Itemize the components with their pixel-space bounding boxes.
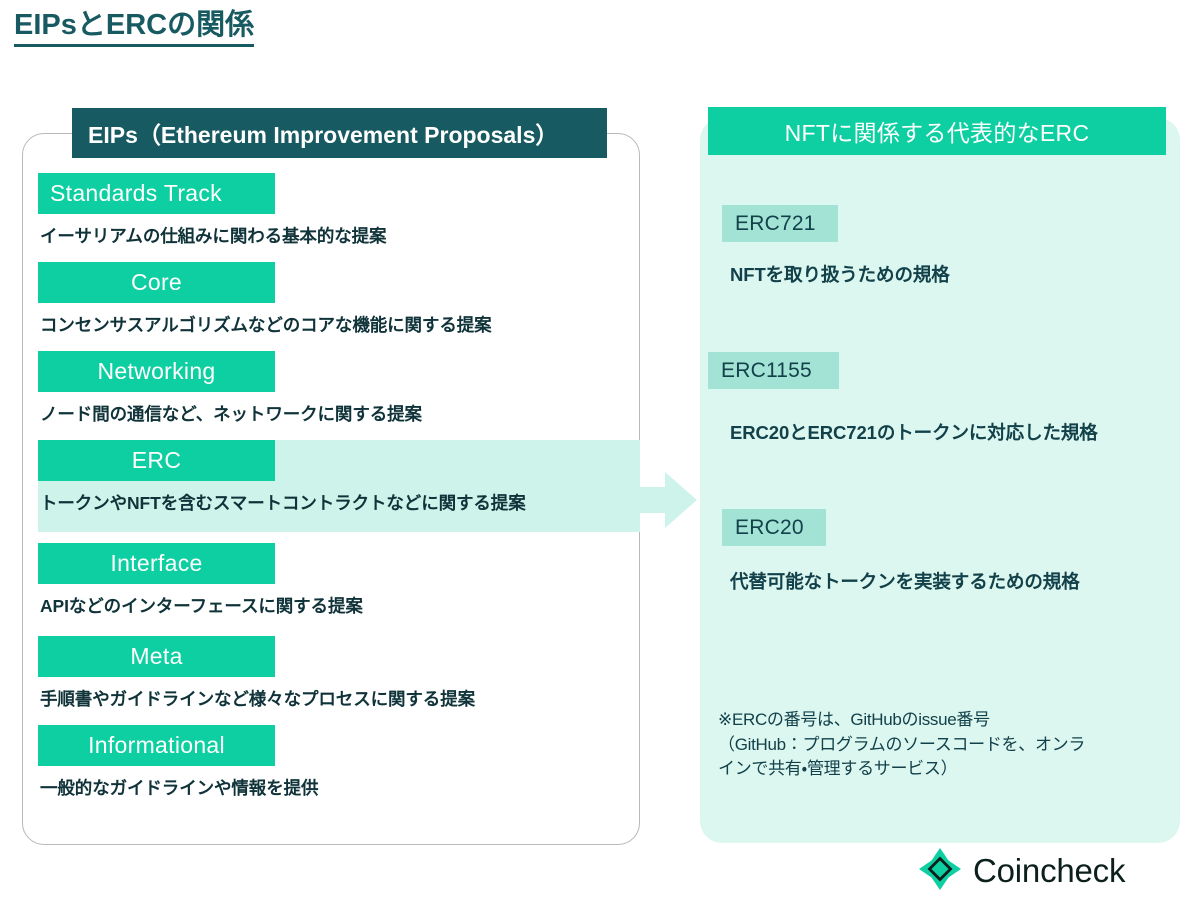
eip-row[interactable]: Networking ノード間の通信など、ネットワークに関する提案 — [22, 351, 640, 431]
erc-footnote-line: インで共有・管理するサービス） — [718, 759, 958, 779]
eip-category-description: イーサリアムの仕組みに関わる基本的な提案 — [40, 226, 387, 246]
brand-wordmark: Coincheck — [973, 852, 1126, 889]
eip-row[interactable]: Meta 手順書やガイドラインなど様々なプロセスに関する提案 — [22, 636, 640, 716]
erc-standard-description: 代替可能なトークンを実装するための規格 — [730, 571, 1080, 592]
erc-standard-description: ERC20とERC721のトークンに対応した規格 — [730, 422, 1098, 443]
erc-standard-badge[interactable]: ERC1155 — [708, 352, 839, 389]
eip-category-chip[interactable]: Standards Track — [38, 173, 275, 214]
coincheck-diamond-icon — [918, 847, 962, 896]
eip-row[interactable]: Standards Track イーサリアムの仕組みに関わる基本的な提案 — [22, 173, 640, 253]
erc-standard-badge[interactable]: ERC721 — [722, 205, 838, 242]
eip-category-description: APIなどのインターフェースに関する提案 — [40, 596, 363, 616]
eip-category-description: 一般的なガイドラインや情報を提供 — [40, 778, 319, 798]
eip-category-chip[interactable]: Meta — [38, 636, 275, 677]
eip-row[interactable]: Informational 一般的なガイドラインや情報を提供 — [22, 725, 640, 805]
eip-row[interactable]: Core コンセンサスアルゴリズムなどのコアな機能に関する提案 — [22, 262, 640, 342]
eip-row[interactable]: ERC トークンやNFTを含むスマートコントラクトなどに関する提案 — [38, 440, 640, 532]
eip-category-chip[interactable]: Networking — [38, 351, 275, 392]
eip-category-chip[interactable]: Interface — [38, 543, 275, 584]
eip-category-chip[interactable]: ERC — [38, 440, 275, 481]
eip-category-chip[interactable]: Core — [38, 262, 275, 303]
erc-standard-description: NFTを取り扱うための規格 — [730, 264, 950, 285]
erc-footnote: ※ERCの番号は、GitHubのissue番号 （GitHub：プログラムのソース… — [718, 708, 1158, 782]
brand-logo: Coincheck — [918, 847, 1183, 896]
erc-panel-header: NFTに関係する代表的なERC — [708, 107, 1166, 155]
eips-card-header: EIPs（Ethereum Improvement Proposals） — [72, 108, 607, 158]
page-title: EIPsとERCの関係 — [14, 9, 255, 48]
eip-category-description: 手順書やガイドラインなど様々なプロセスに関する提案 — [40, 689, 475, 709]
erc-standard-badge[interactable]: ERC20 — [722, 509, 826, 546]
eip-category-description: コンセンサスアルゴリズムなどのコアな機能に関する提案 — [40, 315, 492, 335]
erc-footnote-line: ※ERCの番号は、GitHubのissue番号 — [718, 710, 990, 729]
eip-category-chip[interactable]: Informational — [38, 725, 275, 766]
right-arrow-icon — [627, 470, 699, 530]
eip-category-description: トークンやNFTを含むスマートコントラクトなどに関する提案 — [40, 493, 526, 513]
eip-category-description: ノード間の通信など、ネットワークに関する提案 — [40, 404, 422, 424]
eips-item-list: Standards Track イーサリアムの仕組みに関わる基本的な提案 Core コ… — [22, 133, 640, 845]
erc-footnote-line: （GitHub：プログラムのソースコードを、オンラ — [718, 734, 1086, 754]
